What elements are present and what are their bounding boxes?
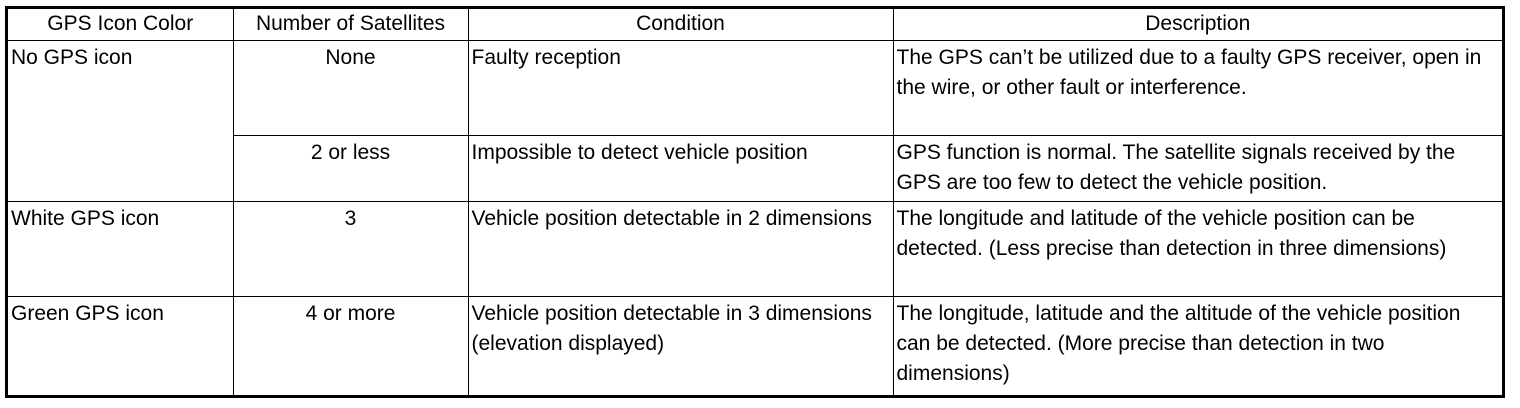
cell-condition: Vehicle position detectable in 3 dimensi…	[467, 296, 894, 395]
header-description: Description	[892, 9, 1502, 41]
cell-condition: Faulty reception	[467, 39, 894, 137]
table-header-row: GPS Icon Color Number of Satellites Cond…	[8, 9, 1502, 41]
cell-satellites: 4 or more	[232, 296, 469, 395]
cell-condition: Impossible to detect vehicle position	[467, 135, 894, 203]
cell-gps-icon-color: Green GPS icon	[8, 296, 234, 395]
cell-description: The longitude and latitude of the vehicl…	[892, 201, 1502, 298]
cell-gps-icon-color: No GPS icon	[8, 39, 234, 203]
table-row: 2 or less Impossible to detect vehicle p…	[8, 135, 1502, 203]
cell-gps-icon-color: White GPS icon	[8, 201, 234, 298]
table-row: White GPS icon 3 Vehicle position detect…	[8, 201, 1502, 298]
cell-satellites: 3	[232, 201, 469, 298]
cell-condition: Vehicle position detectable in 2 dimensi…	[467, 201, 894, 298]
gps-status-table: GPS Icon Color Number of Satellites Cond…	[8, 9, 1502, 395]
table-row: Green GPS icon 4 or more Vehicle positio…	[8, 296, 1502, 395]
cell-satellites: 2 or less	[233, 135, 469, 203]
cell-description: The longitude, latitude and the altitude…	[892, 296, 1502, 395]
cell-description: The GPS can’t be utilized due to a fault…	[892, 39, 1502, 137]
header-condition: Condition	[467, 9, 894, 41]
header-gps-icon-color: GPS Icon Color	[8, 9, 234, 41]
gps-status-table-container: GPS Icon Color Number of Satellites Cond…	[5, 6, 1505, 398]
cell-satellites: None	[232, 39, 469, 137]
cell-description: GPS function is normal. The satellite si…	[892, 135, 1502, 203]
header-number-of-satellites: Number of Satellites	[232, 9, 469, 41]
table-row: No GPS icon None Faulty reception The GP…	[8, 39, 1502, 203]
